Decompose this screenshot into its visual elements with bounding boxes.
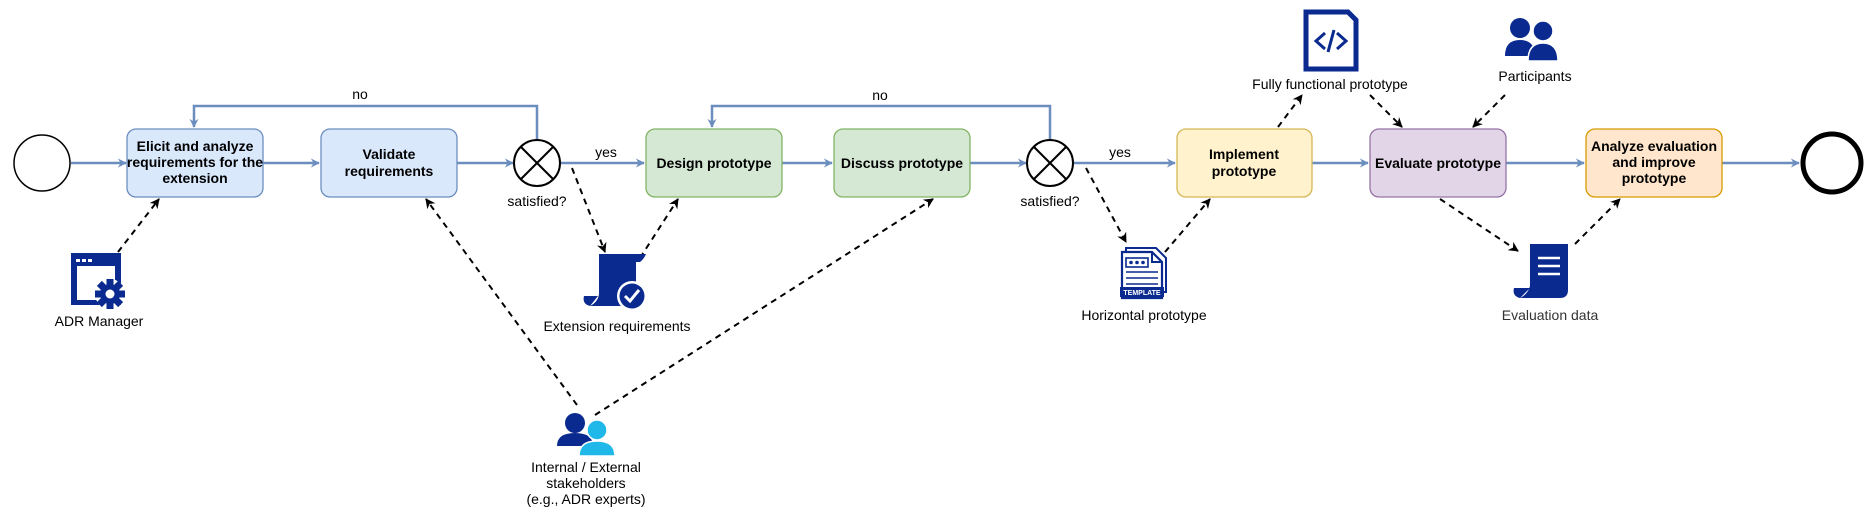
assoc-stakeholders-discuss	[594, 198, 934, 416]
participants-artifact: Participants	[1498, 18, 1572, 84]
sequence-flows	[71, 104, 1800, 168]
evaluation-data-label: Evaluation data	[1502, 307, 1599, 323]
task-evaluate-line1: Evaluate prototype	[1375, 155, 1501, 171]
start-event	[13, 134, 71, 192]
task-validate-line2: requirements	[345, 163, 434, 179]
flow-gateway2-design-no	[707, 104, 1052, 139]
flow-gateway1-elicit-no	[189, 104, 539, 139]
evaluation-data-artifact: Evaluation data	[1502, 244, 1599, 323]
assoc-fullyfunctional-evaluate	[1369, 94, 1403, 128]
task-elicit-line1: Elicit and analyze	[137, 138, 254, 154]
adr-manager-label: ADR Manager	[55, 313, 144, 329]
task-design: Design prototype	[645, 128, 783, 198]
assoc-evaldata-analyze	[1574, 198, 1621, 245]
task-analyze-line2: and improve	[1612, 154, 1695, 170]
fully-functional-prototype-label: Fully functional prototype	[1252, 76, 1408, 92]
task-evaluate: Evaluate prototype	[1369, 128, 1507, 198]
end-event	[1800, 131, 1864, 195]
assoc-participants-evaluate	[1472, 94, 1506, 128]
task-implement-line1: Implement	[1209, 146, 1279, 162]
assoc-adr-elicit	[117, 198, 160, 253]
task-elicit-line2: requirements for the	[127, 154, 263, 170]
gateway-second-no: no	[872, 87, 888, 103]
horizontal-prototype-label: Horizontal prototype	[1081, 307, 1207, 323]
assoc-horizontal-implement	[1164, 198, 1211, 253]
adr-manager-artifact: ADR Manager	[55, 253, 144, 329]
task-analyze: Analyze evaluation and improve prototype	[1585, 128, 1723, 198]
assoc-extreq-design	[639, 198, 679, 259]
assoc-gateway1-extreq	[571, 167, 607, 253]
scroll-document-icon	[1513, 244, 1568, 298]
task-analyze-line1: Analyze evaluation	[1591, 138, 1717, 154]
task-validate: Validate requirements	[320, 128, 458, 198]
task-analyze-line3: prototype	[1622, 170, 1687, 186]
assoc-gateway2-horizontal	[1085, 167, 1127, 243]
gateway-first: satisfied? yes no	[352, 86, 617, 209]
task-validate-line1: Validate	[363, 146, 416, 162]
assoc-implement-fullyfunctional	[1277, 94, 1303, 128]
task-elicit-line3: extension	[162, 170, 227, 186]
data-associations	[117, 94, 1621, 416]
stakeholders-artifact: Internal / External stakeholders (e.g., …	[526, 413, 646, 507]
assoc-stakeholders-validate	[425, 198, 578, 406]
participants-label: Participants	[1498, 68, 1571, 84]
stakeholders-line2: stakeholders	[546, 475, 625, 491]
horizontal-prototype-artifact: TEMPLATE Horizontal prototype	[1081, 247, 1207, 323]
extension-requirements-label: Extension requirements	[543, 318, 690, 334]
gateway-first-yes: yes	[595, 144, 617, 160]
gateway-first-label: satisfied?	[507, 193, 566, 209]
gateway-second-yes: yes	[1109, 144, 1131, 160]
task-elicit: Elicit and analyze requirements for the …	[126, 128, 264, 198]
template-document-icon: TEMPLATE	[1120, 247, 1167, 300]
task-discuss: Discuss prototype	[833, 128, 971, 198]
extension-requirements-artifact: Extension requirements	[543, 254, 691, 334]
task-design-line1: Design prototype	[656, 155, 771, 171]
task-implement-line2: prototype	[1212, 163, 1277, 179]
task-implement: Implement prototype	[1176, 128, 1313, 198]
stakeholders-line3: (e.g., ADR experts)	[526, 491, 645, 507]
fully-functional-prototype-artifact: Fully functional prototype	[1252, 9, 1408, 92]
gateway-first-no: no	[352, 86, 368, 102]
stakeholders-line1: Internal / External	[531, 459, 641, 475]
gateway-second-label: satisfied?	[1020, 193, 1079, 209]
gateway-second: satisfied? yes no	[872, 87, 1131, 209]
app-window-gear-icon	[71, 253, 125, 309]
code-file-icon	[1303, 9, 1359, 72]
users-icon	[557, 413, 616, 457]
task-discuss-line1: Discuss prototype	[841, 155, 963, 171]
template-badge-text: TEMPLATE	[1123, 290, 1161, 297]
users-icon	[1505, 18, 1559, 62]
assoc-evaluate-evaldata	[1439, 198, 1519, 252]
scroll-check-icon	[583, 254, 647, 311]
